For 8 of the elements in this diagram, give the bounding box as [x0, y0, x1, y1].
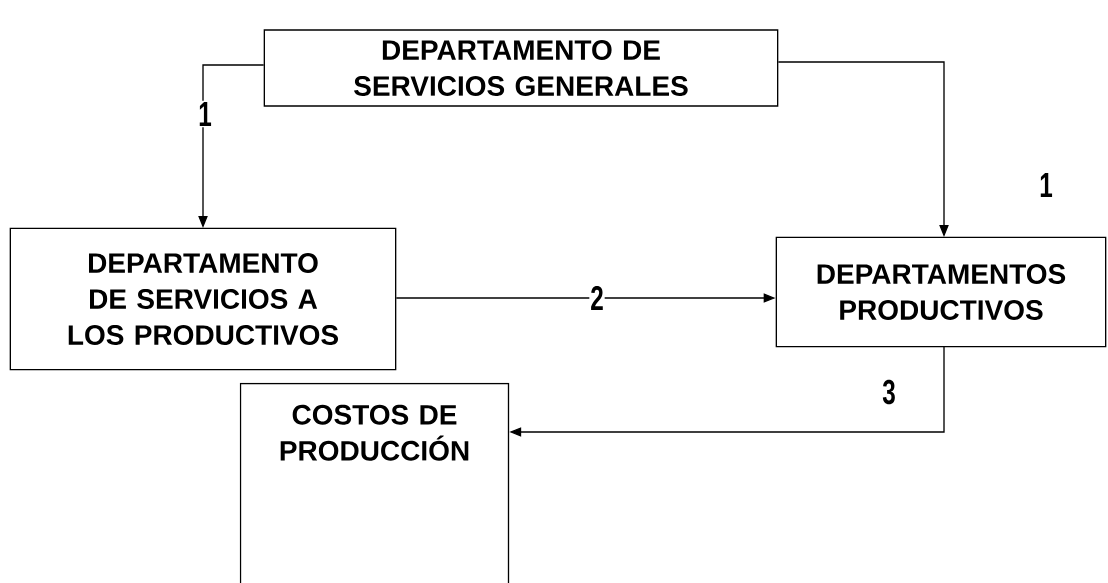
process-box: DEPARTAMENTO DE SERVICIOS A LOS PRODUCTIVOS	[9, 227, 397, 371]
edge-label: 1	[197, 100, 213, 128]
edge-label: 3	[881, 378, 897, 406]
process-box: DEPARTAMENTOS PRODUCTIVOS	[775, 236, 1107, 348]
edge-label: 1	[1038, 171, 1054, 199]
edge-label: 2	[589, 284, 605, 312]
process-box: COSTOS DE PRODUCCIÓN	[239, 382, 510, 583]
process-box: DEPARTAMENTO DE SERVICIOS GENERALES	[263, 29, 779, 107]
